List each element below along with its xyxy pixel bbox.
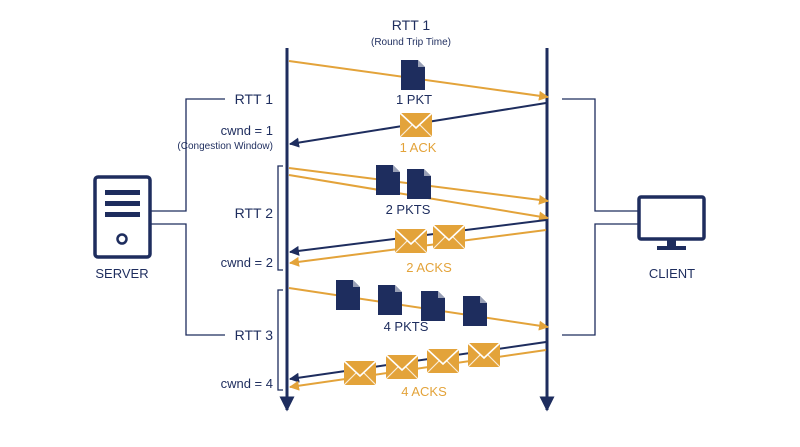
server-label: SERVER [95, 266, 148, 281]
packet-icon [407, 169, 431, 199]
rtt-2-label: RTT 2 [235, 205, 274, 221]
header-title: RTT 1 [392, 17, 431, 33]
rtt-bracket-2 [277, 165, 283, 271]
acks-label-2: 2 ACKS [406, 260, 452, 275]
server-connector-top [150, 98, 225, 212]
ack-envelope-icon [385, 354, 419, 380]
cwnd-3-label: cwnd = 4 [221, 376, 273, 391]
packet-icon [378, 285, 402, 315]
acks-label-1: 1 ACK [400, 140, 437, 155]
packets-label-1: 1 PKT [396, 92, 432, 107]
ack-envelope-icon [426, 348, 460, 374]
packet-icon [421, 291, 445, 321]
cwnd-1-label: cwnd = 1 [221, 123, 273, 138]
ack-envelope-icon [467, 342, 501, 368]
cwnd-note: (Congestion Window) [177, 141, 273, 152]
client-connector-top [562, 98, 639, 212]
ack-envelope-icon [394, 228, 428, 254]
packet-arrow [288, 287, 549, 331]
ack-envelope-icon [343, 360, 377, 386]
client-connector-bottom [562, 223, 639, 336]
packet-icon [376, 165, 400, 195]
ack-envelope-icon [399, 112, 433, 138]
packet-icon [463, 296, 487, 326]
monitor-icon [637, 195, 706, 250]
acks-label-3: 4 ACKS [401, 384, 447, 399]
cwnd-2-label: cwnd = 2 [221, 255, 273, 270]
packet-icon [401, 60, 425, 90]
packets-label-2: 2 PKTS [386, 202, 431, 217]
rtt-1-label: RTT 1 [235, 91, 274, 107]
server-connector-bottom [150, 223, 225, 336]
server-icon [93, 175, 152, 259]
packets-label-3: 4 PKTS [384, 319, 429, 334]
ack-envelope-icon [432, 224, 466, 250]
rtt-bracket-3 [277, 289, 283, 391]
header-subtitle: (Round Trip Time) [371, 37, 451, 48]
rtt-3-label: RTT 3 [235, 327, 274, 343]
packet-icon [336, 280, 360, 310]
client-label: CLIENT [649, 266, 695, 281]
